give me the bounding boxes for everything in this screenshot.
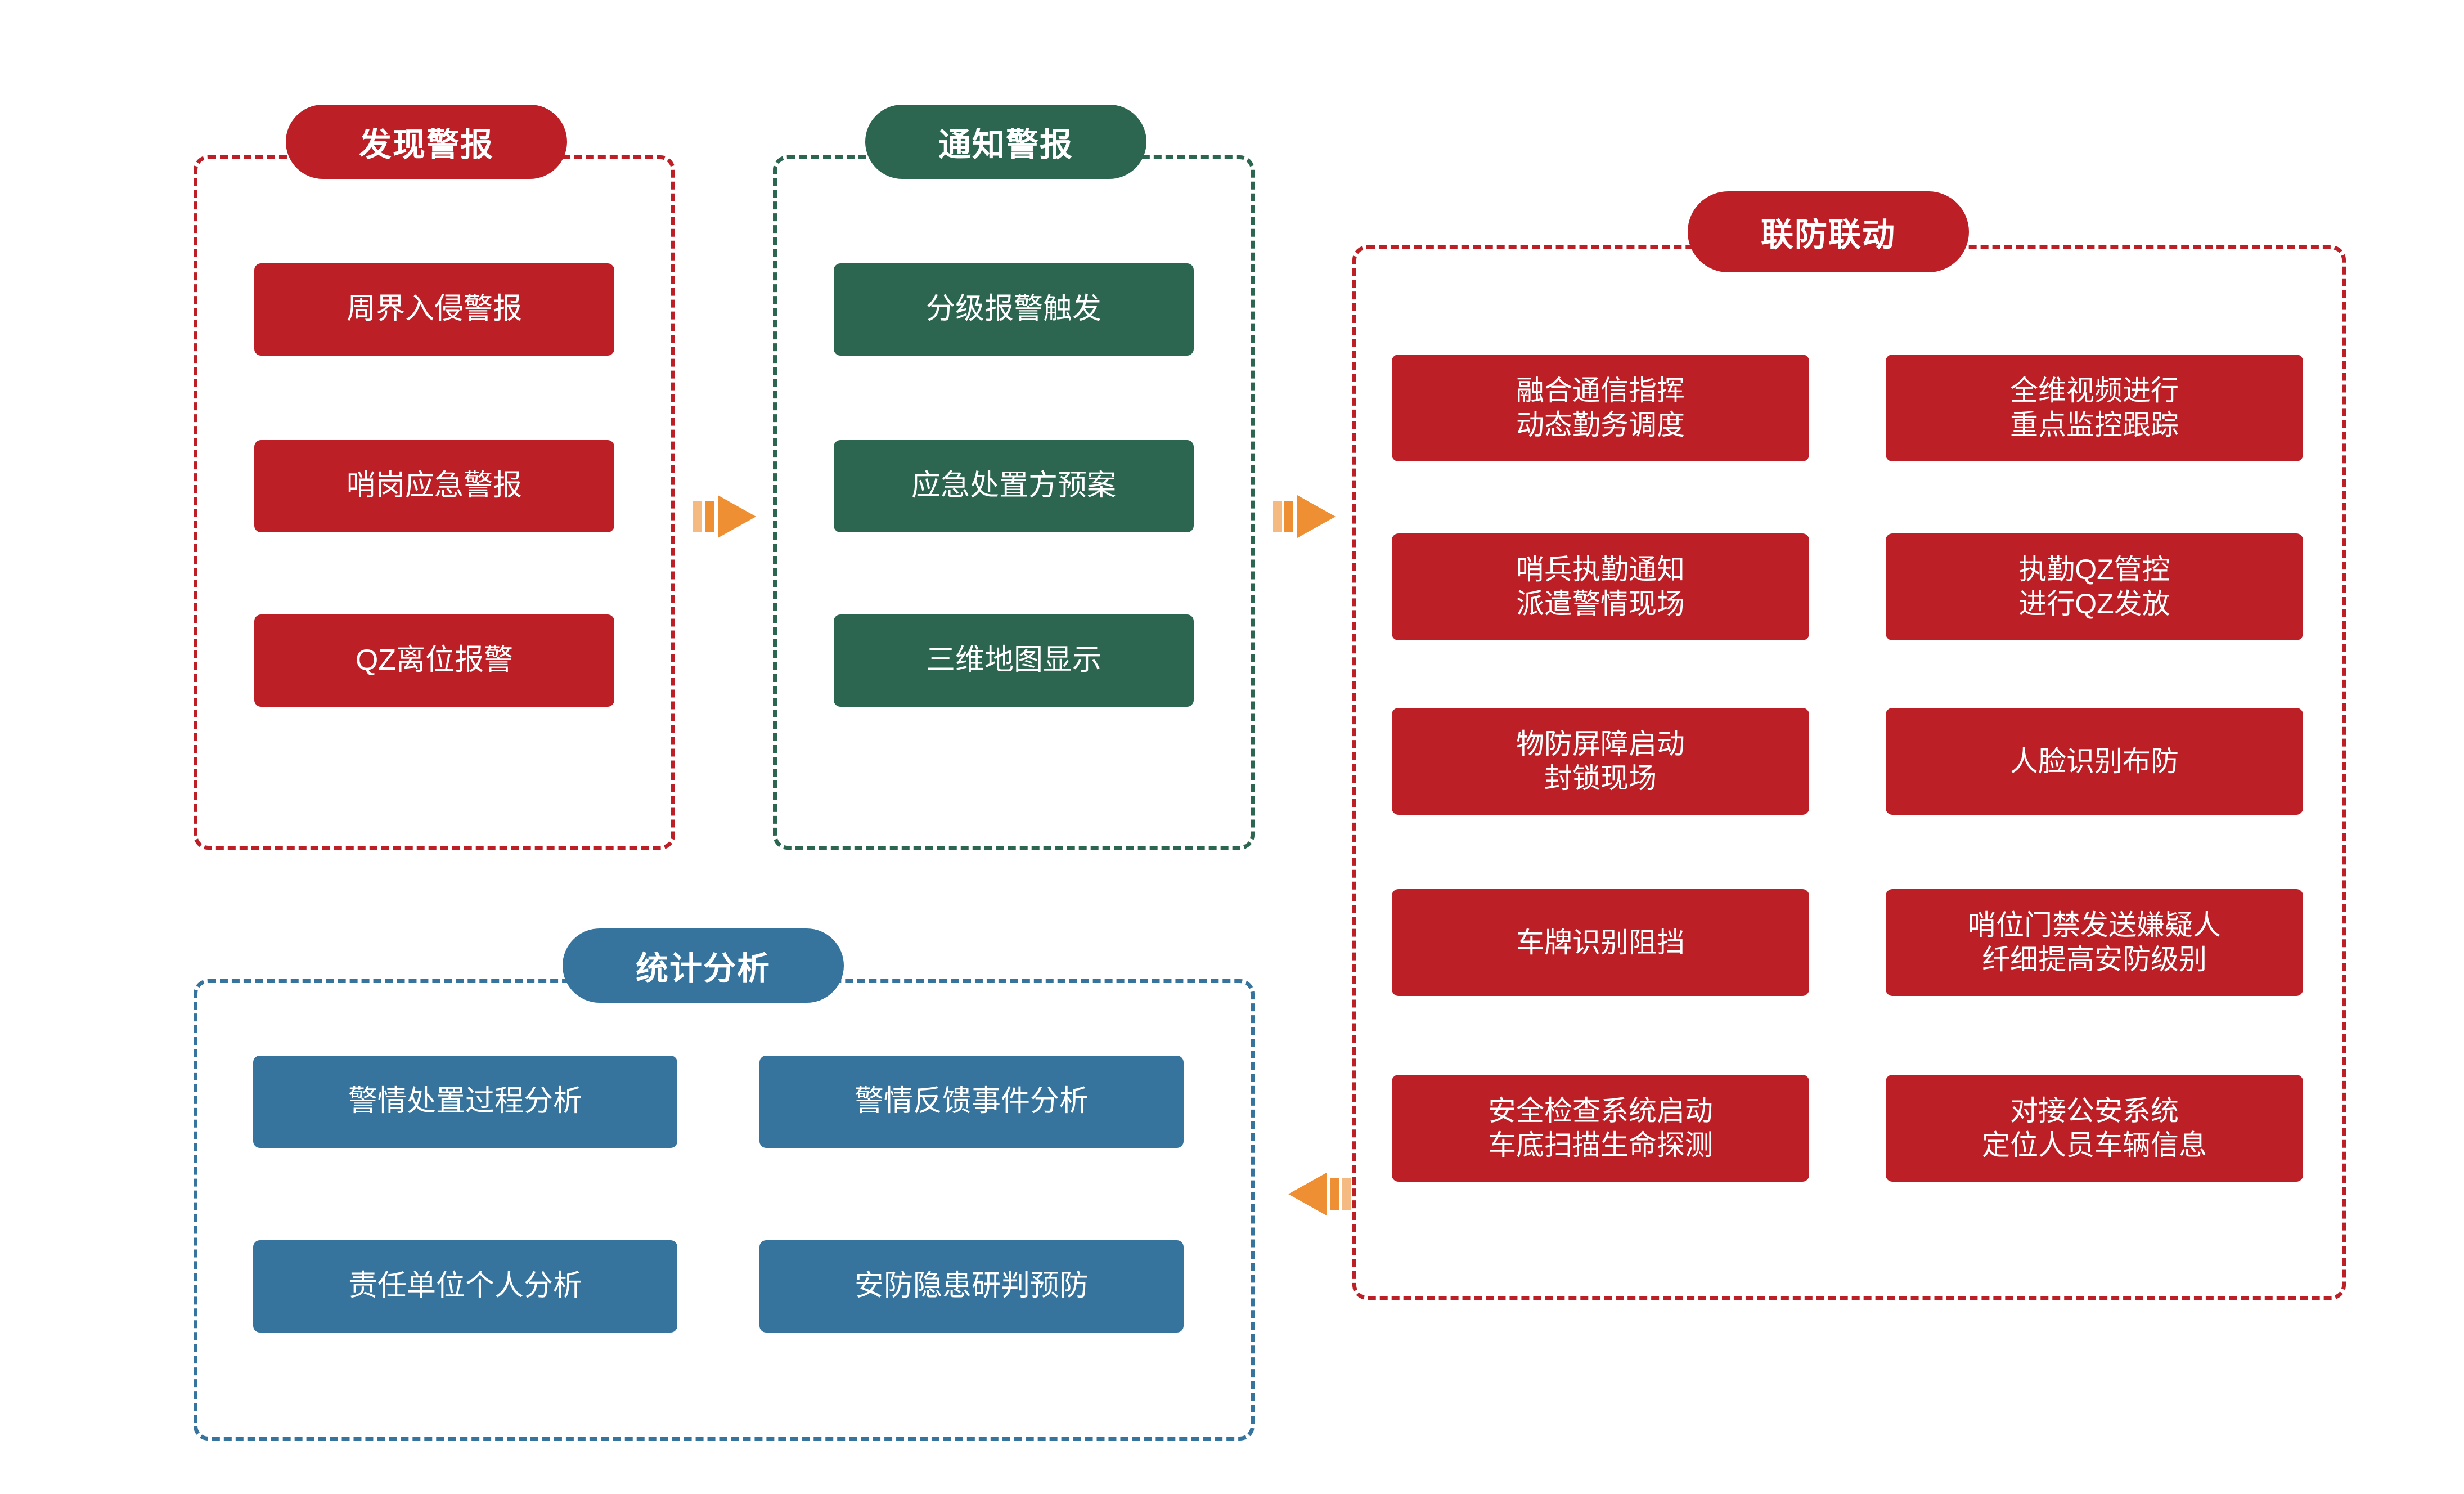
panel-statistical-analysis	[194, 979, 1255, 1441]
box-security-risk-prevention[interactable]: 安防隐患研判预防	[759, 1240, 1184, 1333]
box-3d-map-display[interactable]: 三维地图显示	[834, 614, 1194, 707]
box-qz-duty-control[interactable]: 执勤QZ管控 进行QZ发放	[1886, 533, 2303, 640]
box-police-system-integration[interactable]: 对接公安系统 定位人员车辆信息	[1886, 1075, 2303, 1182]
box-label: 警情处置过程分析	[348, 1085, 582, 1118]
box-perimeter-intrusion-alarm[interactable]: 周界入侵警报	[254, 263, 614, 356]
box-label: 哨位门禁发送嫌疑人 纤细提高安防级别	[1968, 909, 2221, 975]
box-emergency-plan[interactable]: 应急处置方预案	[834, 440, 1194, 532]
section-header-notify-alarm[interactable]: 通知警报	[865, 105, 1146, 179]
box-label: QZ离位报警	[355, 644, 514, 677]
box-label: 三维地图显示	[925, 644, 1101, 677]
box-gate-suspect-alert[interactable]: 哨位门禁发送嫌疑人 纤细提高安防级别	[1886, 889, 2303, 996]
box-graded-alarm-trigger[interactable]: 分级报警触发	[834, 263, 1194, 356]
box-physical-barrier-lockdown[interactable]: 物防屏障启动 封锁现场	[1392, 708, 1809, 815]
section-title-text: 通知警报	[938, 127, 1073, 163]
box-label: 分级报警触发	[925, 293, 1101, 326]
section-header-discover-alarm[interactable]: 发现警报	[286, 105, 567, 179]
box-label: 警情反馈事件分析	[854, 1085, 1089, 1118]
box-label: 哨兵执勤通知 派遣警情现场	[1516, 554, 1685, 620]
box-label: 安全检查系统启动 车底扫描生命探测	[1488, 1095, 1713, 1161]
box-sentry-duty-dispatch[interactable]: 哨兵执勤通知 派遣警情现场	[1392, 533, 1809, 640]
box-label: 执勤QZ管控 进行QZ发放	[2018, 554, 2170, 620]
box-security-check-scan[interactable]: 安全检查系统启动 车底扫描生命探测	[1392, 1075, 1809, 1182]
box-qz-offpost-alarm[interactable]: QZ离位报警	[254, 614, 614, 707]
box-label: 人脸识别布防	[2010, 745, 2179, 777]
box-fusion-comms-command[interactable]: 融合通信指挥 动态勤务调度	[1392, 355, 1809, 461]
box-label: 融合通信指挥 动态勤务调度	[1516, 375, 1685, 441]
box-label: 对接公安系统 定位人员车辆信息	[1982, 1095, 2207, 1161]
box-label: 物防屏障启动 封锁现场	[1516, 728, 1685, 794]
arrow-notify-to-joint-icon	[1273, 483, 1351, 550]
box-label: 周界入侵警报	[346, 293, 522, 326]
arrow-discover-to-notify-icon	[693, 483, 772, 550]
section-title-text: 联防联动	[1760, 217, 1896, 253]
section-title-text: 统计分析	[635, 950, 771, 987]
box-alarm-handling-process-analysis[interactable]: 警情处置过程分析	[253, 1056, 677, 1148]
box-alarm-feedback-event-analysis[interactable]: 警情反馈事件分析	[759, 1056, 1184, 1148]
box-label: 安防隐患研判预防	[854, 1269, 1089, 1303]
section-header-statistical-analysis[interactable]: 统计分析	[563, 928, 844, 1003]
box-label: 应急处置方预案	[911, 469, 1116, 503]
box-plate-recognition-block[interactable]: 车牌识别阻挡	[1392, 889, 1809, 996]
box-label: 责任单位个人分析	[348, 1269, 582, 1303]
section-header-joint-defense[interactable]: 联防联动	[1688, 191, 1969, 272]
box-label: 车牌识别阻挡	[1516, 926, 1685, 958]
arrow-joint-to-statistics-icon	[1273, 1160, 1351, 1228]
box-label: 全维视频进行 重点监控跟踪	[2010, 375, 2179, 441]
box-sentry-emergency-alarm[interactable]: 哨岗应急警报	[254, 440, 614, 532]
section-title-text: 发现警报	[358, 127, 494, 163]
box-responsible-unit-person-analysis[interactable]: 责任单位个人分析	[253, 1240, 677, 1333]
box-face-recognition-defense[interactable]: 人脸识别布防	[1886, 708, 2303, 815]
box-omni-video-tracking[interactable]: 全维视频进行 重点监控跟踪	[1886, 355, 2303, 461]
box-label: 哨岗应急警报	[346, 469, 522, 503]
